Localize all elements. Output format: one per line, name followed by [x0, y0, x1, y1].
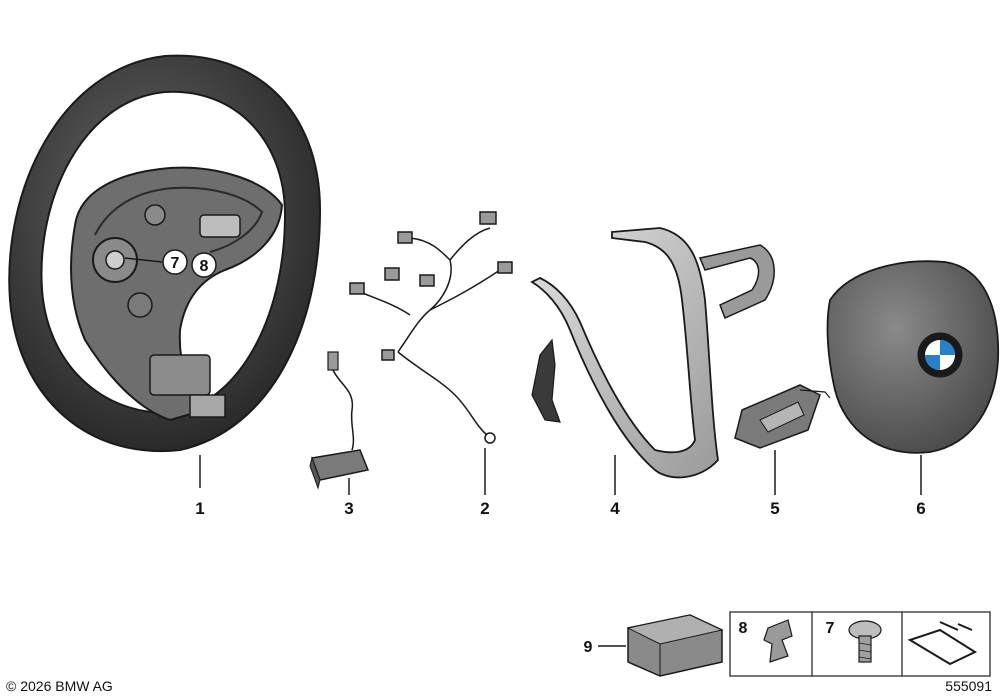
inset-callout-8: 8 — [200, 258, 209, 275]
trim-cover: 4 — [530, 227, 775, 518]
callout-7-box: 7 — [826, 620, 835, 637]
small-part-9: 9 — [584, 614, 724, 677]
callout-2: 2 — [480, 499, 489, 518]
inset-callouts: 7 8 — [124, 249, 217, 278]
callout-9: 9 — [584, 639, 593, 656]
image-number: 555091 — [945, 678, 992, 694]
screw-part — [848, 620, 882, 663]
brand-logo-icon — [940, 340, 955, 355]
steering-wheel: 7 8 1 — [8, 54, 322, 518]
inset-callout-7: 7 — [171, 255, 180, 272]
callout-6: 6 — [916, 499, 925, 518]
callout-3: 3 — [344, 499, 353, 518]
small-parts-table: 8 7 — [729, 611, 991, 677]
wiring-harness — [349, 211, 513, 495]
airbag-module: 6 — [826, 260, 1000, 518]
copyright-text: © 2026 BMW AG — [6, 678, 113, 694]
callout-8-box: 8 — [739, 620, 748, 637]
callout-1: 1 — [195, 499, 204, 518]
callout-5: 5 — [770, 499, 779, 518]
callout-4: 4 — [610, 499, 620, 518]
connector-cable: 3 — [309, 351, 370, 518]
clip-part — [763, 619, 793, 663]
switch-module: 5 — [734, 384, 831, 518]
bracket-icon — [907, 621, 978, 666]
